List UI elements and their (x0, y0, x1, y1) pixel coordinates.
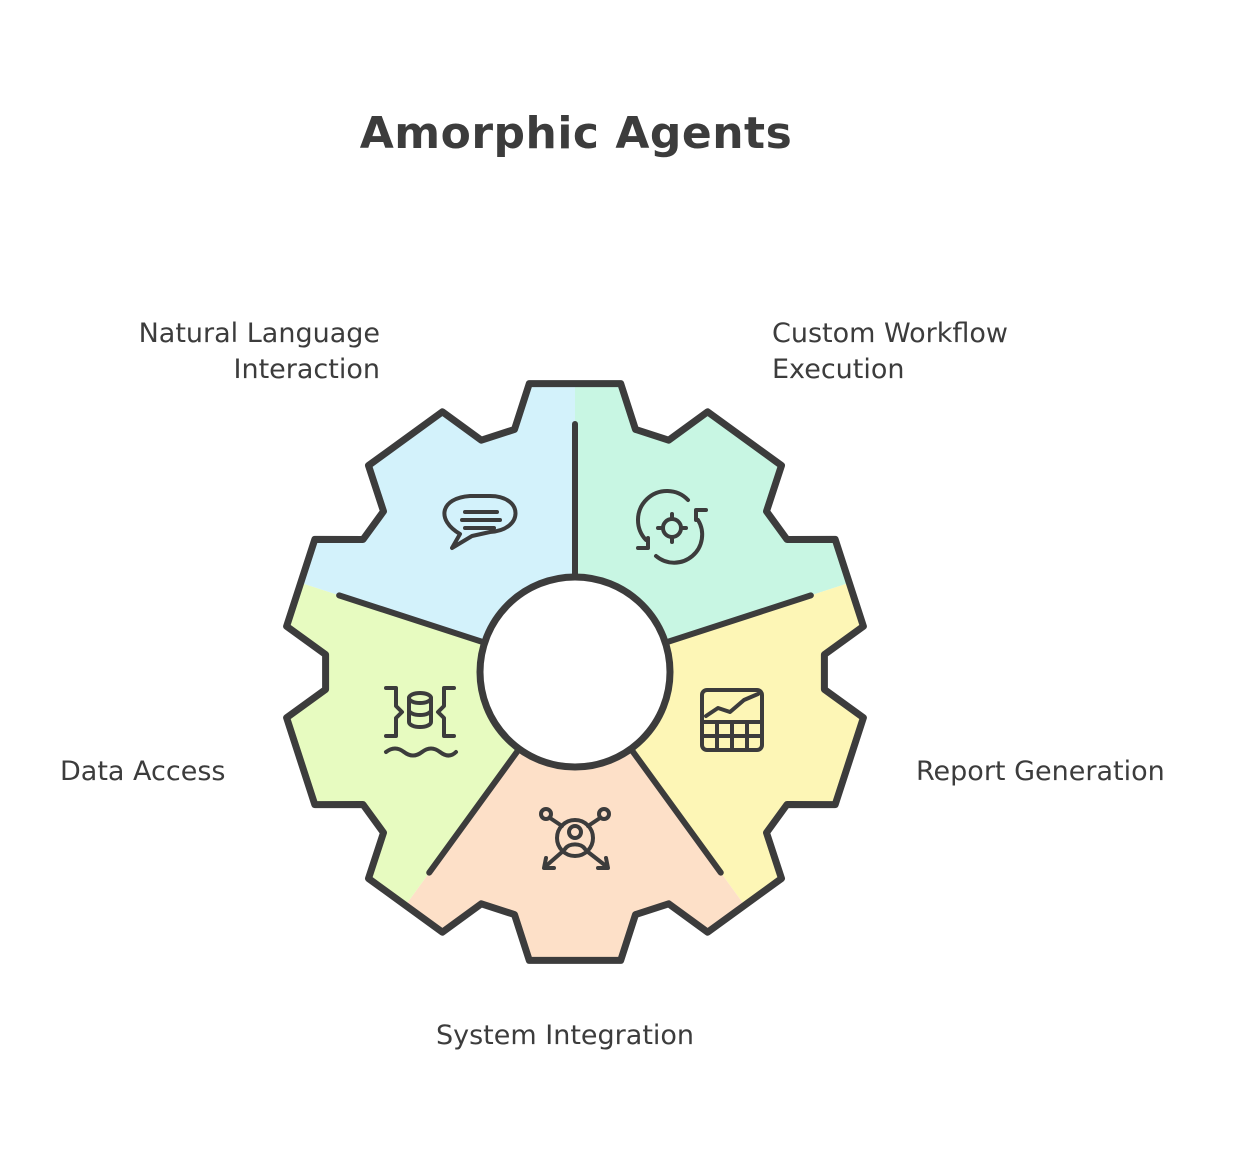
gear-cycle-icon (636, 489, 708, 565)
diagram-title: Amorphic Agents (359, 108, 793, 159)
gear-outline (283, 380, 867, 964)
divider-line (627, 745, 724, 876)
label-line: Custom Workflow (772, 318, 1008, 349)
chat-bubble-icon (442, 494, 518, 550)
label-line: Report Generation (916, 756, 1165, 787)
user-network-icon (539, 807, 611, 870)
label-line: System Integration (436, 1020, 695, 1051)
label-line: Interaction (233, 354, 380, 385)
label-line: Natural Language (138, 318, 380, 349)
divider-line (662, 592, 814, 646)
segment-dividers (336, 421, 814, 876)
database-icon (384, 686, 458, 758)
label-line: Data Access (60, 756, 226, 787)
label-data-access: Data Access (60, 754, 225, 790)
center-hub (476, 573, 674, 771)
label-system-integration: System Integration (436, 1018, 694, 1054)
label-custom-workflow: Custom Workflow Execution (772, 316, 1008, 388)
chart-grid-icon (700, 688, 764, 752)
divider-line (426, 745, 523, 876)
divider-line (336, 592, 488, 646)
label-report-generation: Report Generation (916, 754, 1165, 790)
label-natural-language: Natural Language Interaction (100, 316, 380, 388)
label-line: Execution (772, 354, 905, 385)
